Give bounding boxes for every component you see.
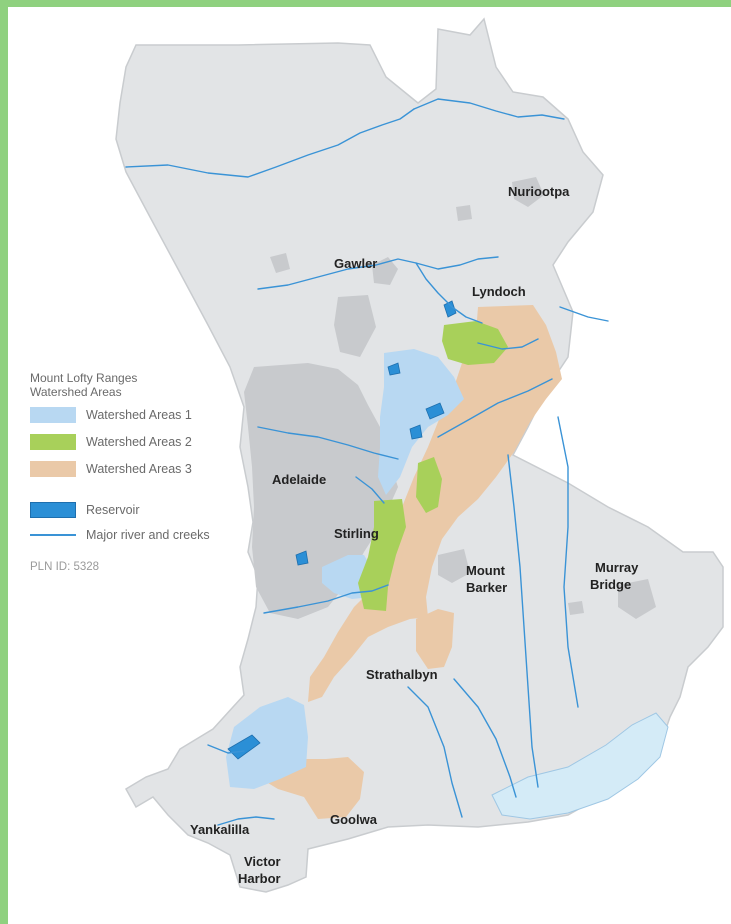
reservoir-3 — [409, 424, 423, 440]
legend-label-reservoir: Reservoir — [86, 503, 140, 517]
watershed-map: Nuriootpa Gawler Lyndoch Adelaide Stirli… — [115, 17, 724, 893]
legend-swatch-watershed-1 — [30, 407, 76, 423]
town-mount-barker-line1: Mount — [466, 563, 506, 578]
town-labels: Nuriootpa Gawler Lyndoch Adelaide Stirli… — [190, 184, 639, 886]
town-victor-harbor-line1: Victor — [244, 854, 281, 869]
legend-label-watershed-3: Watershed Areas 3 — [86, 462, 192, 476]
legend-swatch-reservoir — [30, 502, 76, 518]
town-gawler: Gawler — [334, 256, 377, 271]
watershed-2-stirling — [358, 499, 406, 611]
river-east-1 — [437, 378, 553, 438]
river-north-para — [415, 262, 483, 324]
river-sturt — [407, 686, 463, 818]
town-lyndoch: Lyndoch — [472, 284, 526, 299]
river-inman — [217, 816, 275, 826]
legend-label-watershed-1: Watershed Areas 1 — [86, 408, 192, 422]
town-stirling: Stirling — [334, 526, 379, 541]
watershed-1-north — [378, 349, 464, 495]
legend-item-watershed-2: Watershed Areas 2 — [30, 434, 280, 450]
watershed-2-middle — [416, 457, 442, 513]
river-middle-creek — [355, 476, 385, 504]
town-strathalbyn: Strathalbyn — [366, 667, 438, 682]
watershed-2-lyndoch — [442, 321, 508, 365]
town-mount-barker-line2: Barker — [466, 580, 507, 595]
town-goolwa: Goolwa — [330, 812, 378, 827]
legend-title-line1: Mount Lofty Ranges — [30, 371, 138, 385]
reservoir-2 — [425, 402, 445, 420]
map-legend: Mount Lofty Ranges Watershed Areas Water… — [30, 371, 280, 573]
reservoir-1 — [387, 362, 401, 376]
reservoir-4 — [295, 550, 309, 566]
legend-label-river: Major river and creeks — [86, 528, 210, 542]
river-murray — [557, 416, 579, 708]
legend-title-line2: Watershed Areas — [30, 385, 122, 399]
region-landmass — [115, 17, 724, 893]
lake-alexandrina — [491, 712, 669, 820]
legend-item-watershed-3: Watershed Areas 3 — [30, 461, 280, 477]
watershed-areas-1 — [226, 349, 464, 789]
urban-patch-3 — [456, 205, 472, 221]
watershed-areas-2 — [358, 321, 508, 611]
urban-nuriootpa — [512, 177, 544, 207]
town-yankalilla: Yankalilla — [190, 822, 250, 837]
plan-id: PLN ID: 5328 — [30, 561, 100, 573]
town-murray-bridge-line2: Bridge — [590, 577, 631, 592]
river-light-upper — [413, 98, 565, 120]
reservoir-lyndoch — [443, 300, 457, 318]
map-frame: Nuriootpa Gawler Lyndoch Adelaide Stirli… — [8, 7, 731, 924]
urban-mount-barker — [438, 549, 470, 583]
town-murray-bridge-line1: Murray — [595, 560, 639, 575]
river-light-north — [125, 108, 415, 178]
urban-north — [334, 295, 376, 357]
urban-murray-bridge — [618, 579, 656, 619]
river-strathalbyn — [453, 678, 517, 798]
urban-patch-1 — [270, 253, 290, 273]
watershed-1-south — [226, 697, 308, 789]
river-torrens — [257, 426, 399, 460]
urban-patch-2 — [568, 601, 584, 615]
legend-swatch-watershed-2 — [30, 434, 76, 450]
town-victor-harbor-line2: Harbor — [238, 871, 281, 886]
town-adelaide: Adelaide — [272, 472, 326, 487]
legend-item-reservoir: Reservoir — [30, 502, 280, 518]
watershed-3-south-east — [416, 609, 454, 669]
legend-swatch-river — [30, 534, 76, 536]
legend-item-watershed-1: Watershed Areas 1 — [30, 407, 280, 423]
legend-label-watershed-2: Watershed Areas 2 — [86, 435, 192, 449]
river-east-creek — [559, 306, 609, 322]
river-mount-barker — [507, 454, 539, 788]
major-rivers — [125, 98, 609, 826]
reservoirs — [227, 300, 457, 760]
town-nuriootpa: Nuriootpa — [508, 184, 570, 199]
reservoir-south — [227, 734, 261, 760]
river-onkaparinga — [263, 584, 389, 614]
legend-swatch-watershed-3 — [30, 461, 76, 477]
legend-item-river: Major river and creeks — [30, 527, 280, 543]
river-lyndoch-creek — [477, 338, 539, 350]
river-gawler — [257, 256, 499, 290]
river-myponga — [207, 744, 245, 754]
